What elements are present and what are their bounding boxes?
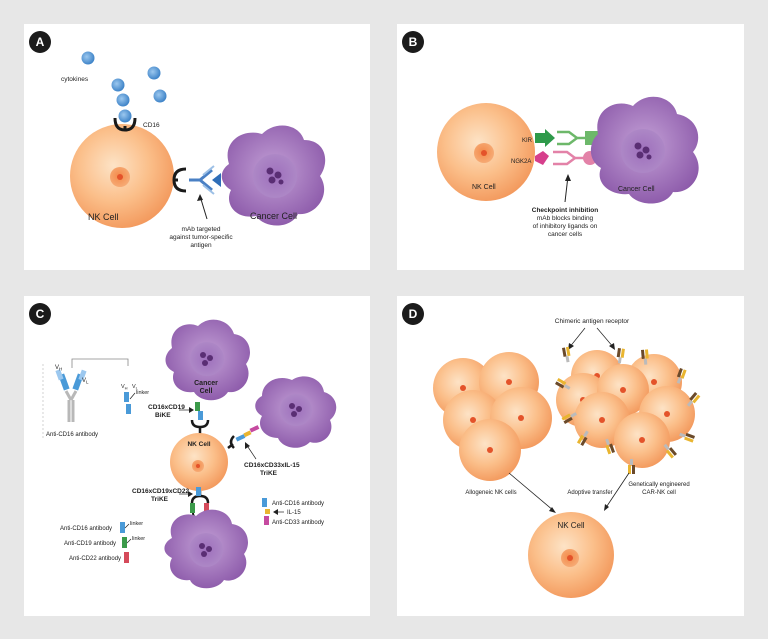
panel-d-badge: D [402,303,424,325]
legend-il15-icon [265,509,270,514]
cytokines-label: cytokines [61,76,89,83]
car-nk-label-2: CAR-NK cell [642,490,676,496]
cytokine-dot [116,93,130,107]
cytokine-dot [147,66,161,80]
nk-nucleolus [481,150,487,156]
key-anti-cd22-label: Anti-CD22 antibody [69,556,121,562]
key-linker-1: linker [130,521,143,527]
legend-il15-label: IL-15 [287,510,301,516]
bike-cd19-icon [195,402,200,411]
mab-label-line1: mAb targeted [181,226,220,233]
cancer-cell-label: Cancer Cell [618,186,655,193]
trike33-label-1: CD16xCD33xIL-15 [244,462,300,469]
trike22-label-2: TriKE [151,496,169,503]
adoptive-transfer-label: Adoptive transfer [567,490,612,496]
panel-c-diagram: VH VL Anti-CD16 antibody VH VL linker Ca… [42,319,337,589]
panel-b: B NK Cell KIR NGK2A Cancer Cell [397,24,744,270]
scfv-vh-label: VH [121,384,128,391]
checkpoint-label-line1: Checkpoint inhibition [532,207,598,214]
cancer-cell-top-label-2: Cell [200,388,213,395]
panel-c: C VH VL Anti-CD16 antibody VH VL linker [24,296,370,616]
car-receptor-icons [555,346,701,474]
legend-anti-cd16-label: Anti-CD16 antibody [272,501,324,507]
cancer-cell-label: Cancer Cell [250,211,297,221]
panel-a-badge: A [29,31,51,53]
tumor-antigen-icon [212,173,221,187]
vl-label: VL [82,378,89,385]
panel-a-diagram: cytokines NK Cell CD16 Cancer Cell [61,51,326,249]
key-anti-cd16-label: Anti-CD16 antibody [60,526,112,532]
checkpoint-antibody-green-icon [557,130,585,146]
mab-antibody-icon [189,165,215,195]
mab-label-line2: against tumor-specific [169,234,233,241]
cd16-bottom-receptor-icon [190,494,210,504]
anti-cd16-antibody-structure [42,364,87,438]
key-anti-cd19-icon [122,537,127,548]
chimeric-receptor-label: Chimeric antigen receptor [555,318,630,325]
checkpoint-label-line2: mAb blocks binding [537,215,594,222]
cd16-label: CD16 [143,122,160,129]
panel-c-badge: C [29,303,51,325]
key-linker-2: linker [132,536,145,542]
cd16-right-receptor-icon [229,435,235,449]
cytokine-dot [81,51,95,65]
nk-cell-label: NK Cell [88,212,119,222]
trike22-cd22-icon [204,503,209,513]
checkpoint-label-line3: of inhibitory ligands on [533,223,598,230]
scfv-vl-label: VL [132,384,139,391]
nk-nucleolus [117,174,123,180]
panel-a: A [24,24,370,270]
legend-anti-cd16-icon [262,498,267,507]
panel-b-diagram: NK Cell KIR NGK2A Cancer Cell Checkpoint… [437,96,699,238]
kir-label: KIR [522,138,533,144]
checkpoint-label-line4: cancer cells [548,231,583,238]
nk-cell-label: NK Cell [187,441,210,448]
allogeneic-nk-cluster [433,352,552,481]
linker-label: linker [136,390,149,396]
legend-anti-cd33-label: Anti-CD33 antibody [272,520,324,526]
bike-label-1: CD16xCD19 [148,404,185,411]
kir-receptor-icon [535,129,555,147]
mab-label-line3: antigen [190,242,212,249]
cytokine-dot [153,89,167,103]
scfv-vl-icon [126,404,131,414]
panel-d-diagram: Chimeric antigen receptor [433,318,701,598]
cancer-cell-top-label-1: Cancer [194,380,218,387]
bike-label-2: BiKE [155,412,171,419]
nk-cell-final-label: NK Cell [557,521,584,530]
car-nk-label-1: Genetically engineered [628,482,689,488]
anti-cd16-antibody-label: Anti-CD16 antibody [46,432,98,438]
trike33-label-2: TriKE [260,470,278,477]
checkpoint-antibody-pink-icon [553,150,585,166]
panel-b-badge: B [402,31,424,53]
vh-label: VH [55,365,62,372]
key-anti-cd19-label: Anti-CD19 antibody [64,541,116,547]
trike22-label-1: CD16xCD19xCD22 [132,488,189,495]
cd16-top-receptor-icon [190,419,210,429]
panel-d: D Chimeric antigen receptor [397,296,744,616]
nk-cell-label: NK Cell [472,184,496,191]
trike22-cd16-icon [196,487,201,496]
bike-cd16-icon [198,411,203,420]
key-anti-cd22-icon [124,552,129,563]
key-anti-cd16-icon [120,522,125,533]
nkg2a-receptor-icon [535,151,549,165]
allogeneic-label: Allogeneic NK cells [465,490,516,496]
legend-anti-cd33-icon [264,516,269,525]
cytokine-dot [111,78,125,92]
cytokine-dot [118,109,132,123]
trike22-cd19-icon [190,503,195,513]
car-nk-cluster [556,350,695,468]
scfv-vh-icon [124,392,129,402]
nkg2a-label: NGK2A [511,159,531,165]
